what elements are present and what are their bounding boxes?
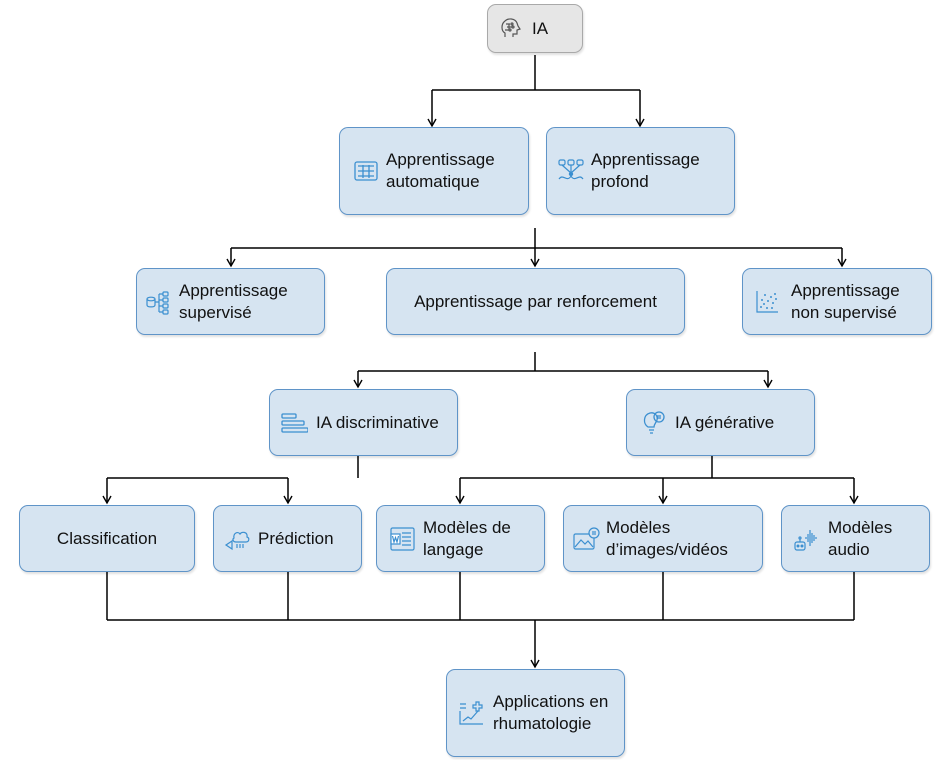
node-classification-label: Classification [56,528,158,548]
scatter-plot-icon [753,288,781,316]
edge-generative-branches [460,456,854,479]
node-prediction-label: Prédiction [258,528,334,548]
node-ia: IA [487,4,583,53]
data-tree-icon [145,288,173,316]
node-language-models: Modèles de langage [376,505,545,572]
edge-collector [106,572,855,621]
node-machine-learning: Apprentissage automatique [339,127,529,215]
node-supervised: Apprentissage supervisé [136,268,325,335]
node-discriminative: IA discriminative [269,389,458,456]
node-machine-learning-label: Apprentissage automatique [386,150,495,191]
grid-table-icon [352,157,380,185]
node-image-video-models: Modèles d’images/vidéos [563,505,763,572]
edge-level3-branches [358,352,768,372]
edge-level2-branches [231,228,842,249]
node-applications-label: Applications en rhumatologie [493,692,609,733]
edge-discriminative-branches [107,456,359,479]
medical-chart-icon [457,699,485,727]
node-supervised-label: Apprentissage supervisé [179,280,288,322]
node-unsupervised-label: Apprentissage non supervisé [791,280,900,322]
node-generative: IA générative [626,389,815,456]
audio-wave-icon [792,525,820,553]
node-deep-learning: Apprentissage profond [546,127,735,215]
node-unsupervised: Apprentissage non supervisé [742,268,932,335]
edge-ia-branches [432,55,640,91]
node-language-models-label: Modèles de langage [423,517,511,559]
node-deep-learning-label: Apprentissage profond [591,150,700,191]
node-generative-label: IA générative [675,412,775,432]
document-icon [389,525,417,553]
image-icon [572,525,600,553]
node-classification: Classification [19,505,195,572]
lightbulb-icon [639,409,667,437]
node-prediction: Prédiction [213,505,362,572]
node-ia-label: IA [532,18,549,38]
node-image-video-models-label: Modèles d’images/vidéos [606,517,728,559]
node-reinforcement-label: Apprentissage par renforcement [414,291,657,311]
node-reinforcement: Apprentissage par renforcement [386,268,685,335]
node-applications: Applications en rhumatologie [446,669,625,757]
ai-head-icon [496,15,524,43]
forecast-icon [224,525,252,553]
neural-network-icon [557,157,585,185]
node-audio-models-label: Modèles audio [828,517,893,559]
bars-icon [280,409,308,437]
node-discriminative-label: IA discriminative [316,412,439,432]
node-audio-models: Modèles audio [781,505,930,572]
